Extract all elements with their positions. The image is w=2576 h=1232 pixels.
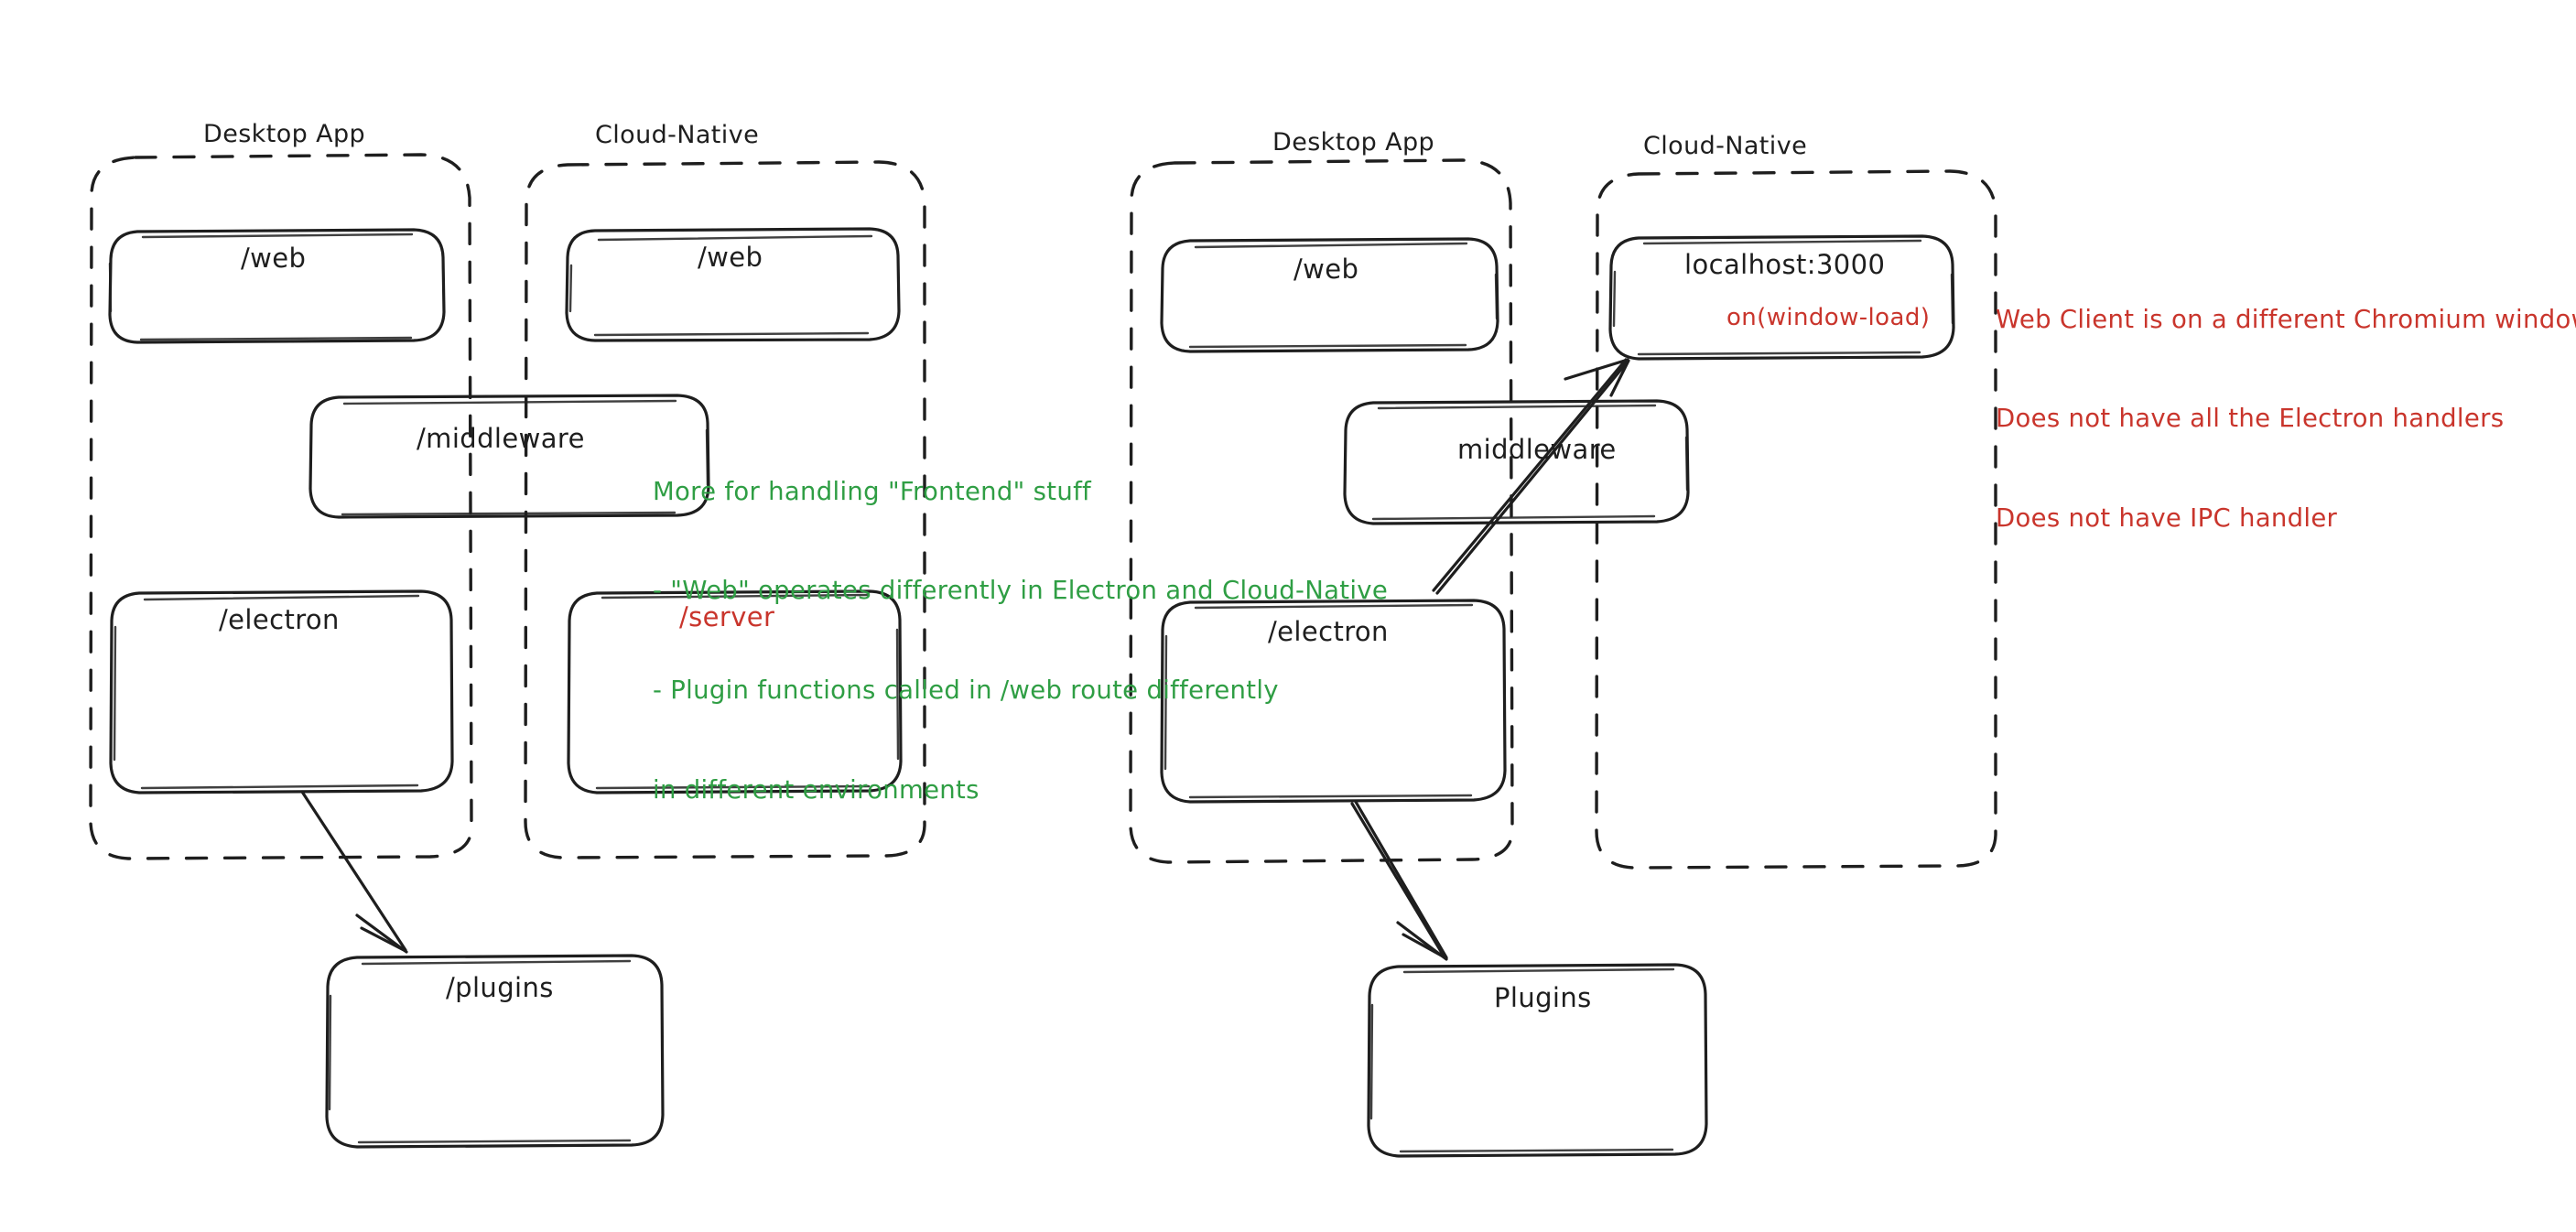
right-node-desktop-web-shape [1160, 237, 1499, 353]
right-node-plugins-shape [1367, 963, 1708, 1158]
left-node-cloud-web-shape [565, 227, 901, 342]
left-node-plugins-shape [325, 954, 665, 1149]
right-node-desktop-electron-shape [1160, 599, 1507, 804]
left-group-cloud-native-border [524, 160, 926, 859]
left-group-desktop-app-border [89, 153, 473, 860]
right-arrow-electron-to-plugins [1350, 800, 1448, 961]
left-node-desktop-electron-shape [109, 589, 454, 794]
left-node-cloud-server-shape [567, 589, 903, 794]
right-group-desktop-app-border [1129, 158, 1514, 864]
right-group-cloud-native-border [1595, 169, 1997, 870]
right-node-middleware-shape [1343, 399, 1690, 525]
right-arrow-electron-to-localhost [1432, 358, 1630, 595]
left-arrow-electron-to-plugins [300, 790, 408, 954]
left-node-middleware-shape [308, 394, 710, 519]
right-node-localhost-shape [1608, 234, 1955, 361]
left-node-desktop-web-shape [108, 228, 446, 344]
